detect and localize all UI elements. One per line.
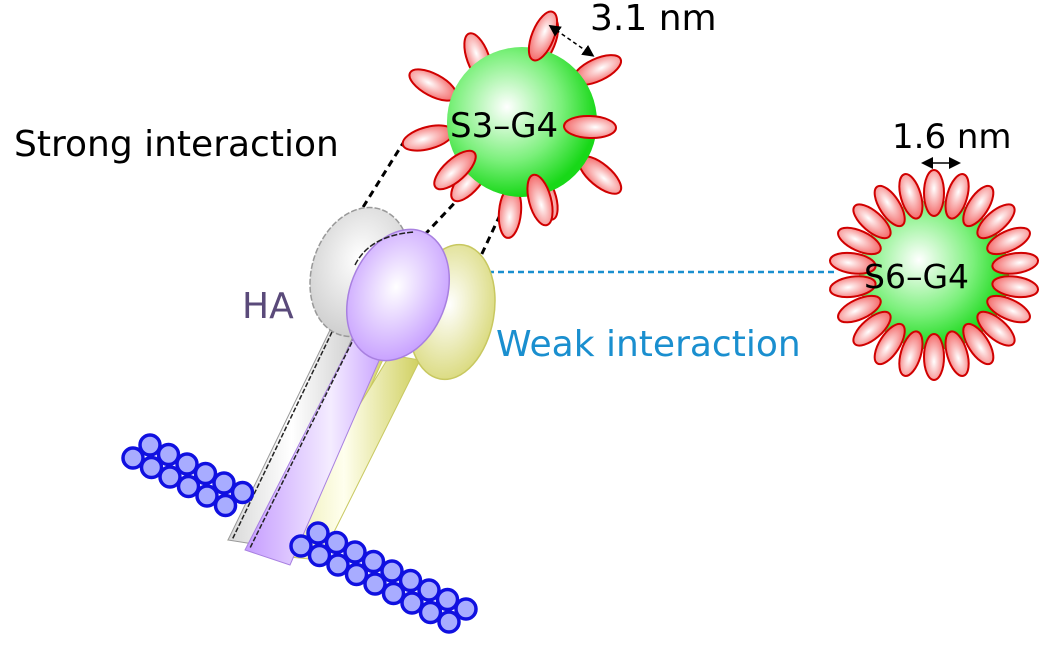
s3-g4-label: S3–G4 (450, 106, 558, 146)
ha-label: HA (242, 286, 294, 327)
s6-distance-label: 1.6 nm (892, 117, 1012, 157)
s3-g4-nanoparticle: S3–G4 (399, 6, 628, 240)
ha-head-purple (345, 228, 451, 362)
s3-dimension-arrow (548, 24, 595, 57)
weak-interaction-label: Weak interaction (496, 324, 801, 365)
membrane-left (121, 433, 255, 518)
s6-g4-nanoparticle (827, 169, 1041, 381)
ha-stalk (227, 329, 421, 566)
membrane-right (289, 521, 478, 634)
strong-interaction-label: Strong interaction (14, 124, 339, 165)
s6-g4-label: S6–G4 (864, 257, 969, 296)
strong-interaction-lines (358, 139, 502, 276)
s3-distance-label: 3.1 nm (590, 0, 717, 39)
